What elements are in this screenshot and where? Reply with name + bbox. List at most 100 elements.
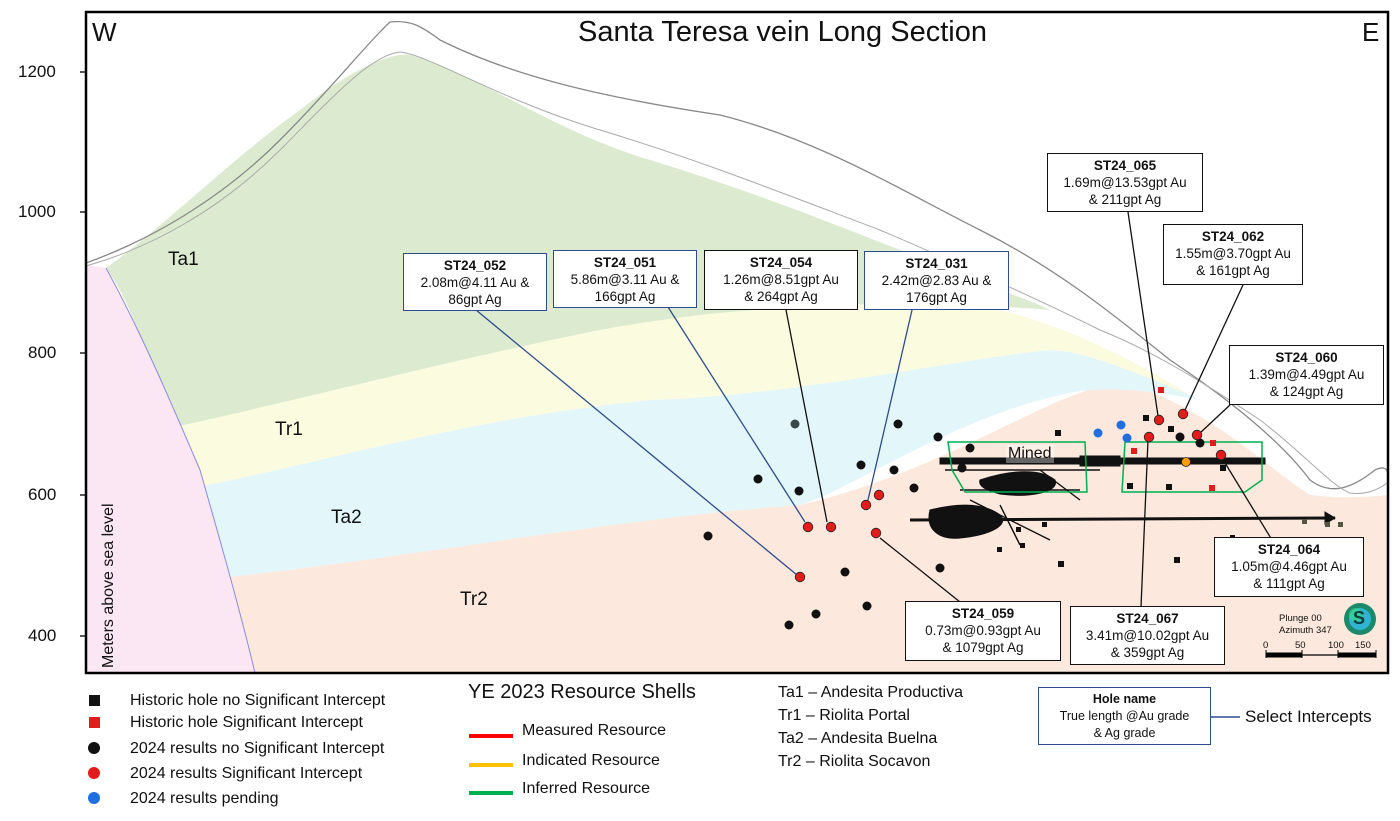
scale-label: 0 [1263, 640, 1269, 651]
hole-2024-sig [860, 499, 872, 511]
inferred-shell-left [947, 441, 1088, 493]
hole-2024-nosig [794, 486, 804, 496]
callout-st24-064: ST24_064 1.05m@4.46gpt Au & 111gpt Ag [1214, 537, 1364, 597]
legend-historic-nosig: Historic hole no Significant Intercept [130, 692, 386, 709]
company-logo [1344, 603, 1376, 635]
callout-st24-062: ST24_062 1.55m@3.70gpt Au & 161gpt Ag [1163, 224, 1303, 285]
hole-2024-sig [825, 521, 837, 533]
y-tick-label: 1200 [18, 62, 56, 81]
underground-workings [909, 455, 1336, 546]
unit-ta2-area [178, 350, 1200, 580]
hole-2024-nosig [889, 465, 899, 475]
callout-hole-name: ST24_054 [749, 255, 813, 270]
hole-historic-nosig [1174, 557, 1180, 563]
hole-2024-nosig [862, 601, 872, 611]
callout-st24-067: ST24_067 3.41m@10.02gpt Au & 359gpt Ag [1070, 606, 1225, 665]
callout-st24-060: ST24_060 1.39m@4.49gpt Au & 124gpt Ag [1229, 345, 1384, 405]
hole-2024-nosig [893, 419, 903, 429]
hole-historic-nosig [1143, 415, 1149, 421]
hole-historic-nosig [1220, 465, 1226, 471]
hole-2024-pending [1116, 420, 1126, 430]
topography-line [85, 20, 1389, 490]
hole-historic-nosig [1168, 426, 1174, 432]
legend-2024-sig: 2024 results Significant Intercept [130, 765, 363, 782]
legend-2024-nosig: 2024 results no Significant Intercept [130, 740, 385, 757]
hole-2024-sig [1143, 431, 1155, 443]
hole-2024-nosig [1195, 438, 1205, 448]
callout-line: 1.05m@4.46gpt Au [1231, 559, 1347, 574]
unit-label-ta2: Ta2 [331, 507, 362, 528]
callout-hole-name: ST24_065 [1093, 158, 1157, 173]
hole-historic-nosig [1055, 430, 1061, 436]
key-label: Select Intercepts [1245, 707, 1372, 726]
callout-hole-name: ST24_064 [1257, 542, 1321, 557]
key-box: Hole name True length @Au grade & Ag gra… [1038, 687, 1211, 745]
lithology-ta2: Ta2 – Andesita Buelna [778, 730, 938, 747]
hole-2024-pending [1122, 433, 1132, 443]
callout-line: 1.39m@4.49gpt Au [1248, 367, 1365, 382]
logo-letter: S [1353, 608, 1366, 628]
y-tick-label: 800 [28, 343, 57, 362]
hole-2024-sig [1191, 429, 1203, 441]
callout-line: & 264gpt Ag [744, 289, 818, 304]
callout-hole-name: ST24_059 [951, 606, 1015, 621]
legend-2024-pending: 2024 results pending [130, 790, 279, 807]
hole-2024-sig [1215, 449, 1227, 461]
callout-line: 1.69m@13.53gpt Au [1063, 175, 1187, 190]
hole-historic-nosig [1042, 522, 1047, 527]
hole-historic-nosig [1166, 484, 1172, 490]
hole-2024-nosig [1175, 432, 1185, 442]
callout-line: & 161gpt Ag [1196, 263, 1270, 278]
callout-line: & 211gpt Ag [1088, 192, 1162, 207]
key-hole-name: Hole name [1092, 692, 1157, 706]
drill-holes [703, 387, 1343, 630]
geology-units [84, 10, 1390, 675]
hole-2024-nosig [933, 432, 943, 442]
callout-line: 2.08m@4.11 Au & [420, 275, 530, 290]
hole-historic-nosig [1302, 519, 1307, 524]
inferred-shell-right [1121, 441, 1263, 493]
plunge-label: Plunge 00 [1279, 613, 1322, 624]
callout-st24-054: ST24_054 1.26m@8.51gpt Au & 264gpt Ag [704, 250, 858, 310]
callout-line: 1.55m@3.70gpt Au [1175, 246, 1291, 261]
azimuth-label: Azimuth 347 [1279, 625, 1332, 636]
unit-ta1-area [106, 54, 1050, 429]
hole-historic-nosig [1338, 522, 1343, 527]
key-line: & Ag grade [1093, 726, 1156, 740]
callout-st24-031: ST24_031 2.42m@2.83 Au & 176gpt Ag [864, 251, 1009, 310]
hole-2024-nosig [790, 419, 800, 429]
hole-2024-nosig [965, 443, 975, 453]
hole-2024-sig [1153, 414, 1165, 426]
callout-hole-name: ST24_051 [593, 255, 657, 270]
legend-indicated: Indicated Resource [522, 752, 660, 769]
shells-title: YE 2023 Resource Shells [468, 681, 696, 703]
unit-label-tr1: Tr1 [275, 419, 303, 440]
hole-2024-nosig [753, 474, 763, 484]
unit-label-ta1: Ta1 [168, 249, 199, 270]
callout-line: & 359gpt Ag [1110, 645, 1185, 660]
hole-historic-sig [1131, 448, 1137, 454]
callout-line: & 1079gpt Ag [942, 640, 1024, 655]
callout-line: 166gpt Ag [594, 289, 656, 304]
callout-st24-051: ST24_051 5.86m@3.11 Au & 166gpt Ag [553, 250, 697, 308]
hole-historic-sig [1209, 485, 1215, 491]
shell-legend-lines [469, 734, 513, 795]
hole-historic-sig [1158, 387, 1164, 393]
hole-2024-sig [794, 571, 806, 583]
callout-line: 86gpt Ag [448, 292, 502, 307]
callout-hole-name: ST24_052 [443, 258, 507, 273]
hole-2024-nosig [909, 483, 919, 493]
y-axis [80, 71, 86, 637]
mined-label: Mined [1006, 445, 1054, 463]
callout-st24-059: ST24_059 0.73m@0.93gpt Au & 1079gpt Ag [905, 601, 1061, 661]
leader-lines [475, 211, 1273, 608]
unit-tr1-area [170, 304, 1190, 490]
hole-historic-nosig [1016, 527, 1021, 532]
hole-2024-nosig [935, 563, 945, 573]
hole-historic-nosig [1058, 561, 1064, 567]
hole-orange [1181, 457, 1191, 467]
unit-west-area [86, 265, 255, 673]
hole-2024-nosig [957, 463, 967, 473]
hole-2024-sig [802, 521, 814, 533]
callout-line: 2.42m@2.83 Au & [881, 273, 992, 288]
